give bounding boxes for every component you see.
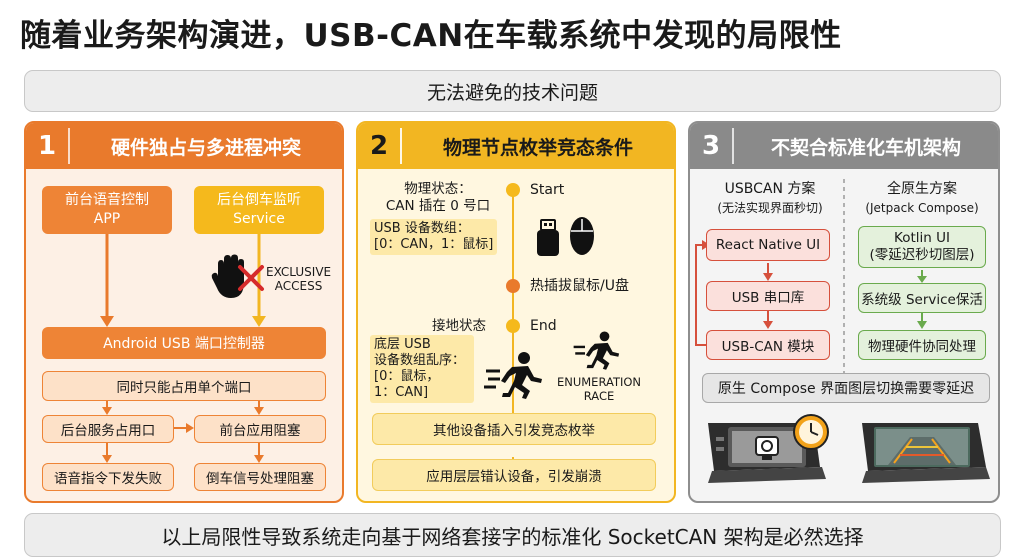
panel1-header: 1 硬件独占与多进程冲突: [26, 123, 342, 169]
usb-array-box: USB 设备数组： [0：CAN，1：鼠标]: [370, 219, 498, 255]
native-title: 全原生方案: [887, 181, 957, 197]
running-man-icon: [573, 331, 620, 370]
phys-state-line2: CAN 插在 0 号口: [385, 198, 491, 214]
app-crash-box: 应用层层错认设备，引发崩溃: [372, 459, 656, 491]
bottom-array-line1: 底层 USB: [374, 337, 431, 352]
panel3-number: 3: [690, 128, 734, 164]
reverse-service-line2: Service: [233, 211, 285, 227]
kotlin-ui-line2: (零延迟秒切图层): [869, 247, 975, 263]
exclusive-access-label: EXCLUSIVE ACCESS: [266, 265, 331, 293]
bottom-banner: 以上局限性导致系统走向基于网络套接字的标准化 SocketCAN 架构是必然选择: [24, 513, 1001, 557]
usb-array-line1: USB 设备数组：: [374, 221, 470, 236]
bg-occupy-box: 后台服务占用口: [42, 415, 174, 443]
mouse-icon: [570, 217, 594, 255]
voice-app-line2: APP: [93, 211, 121, 227]
usbcan-title: USBCAN 方案: [724, 181, 816, 197]
kotlin-ui-line1: Kotlin UI: [894, 230, 950, 246]
panel2-number: 2: [358, 128, 402, 164]
panel-enumeration-race: 2 物理节点枚举竞态条件 物理状态： CAN 插在 0 号口 USB 设备数组：…: [356, 121, 676, 503]
panel3-header: 3 不契合标准化车机架构: [690, 123, 998, 169]
voice-app-line1: 前台语音控制: [65, 192, 149, 208]
reverse-service-box: 后台倒车监听 Service: [194, 186, 324, 234]
ground-state-label: 接地状态: [432, 318, 486, 334]
exclusive-line1: EXCLUSIVE: [266, 265, 332, 279]
panel-hardware-exclusive: 1 硬件独占与多进程冲突 前台语音控制 APP 后台倒车监听 Service E…: [24, 121, 344, 503]
enum-race-line2: RACE: [583, 389, 615, 403]
phys-state-text: 物理状态： CAN 插在 0 号口: [378, 181, 498, 215]
timeline: [506, 183, 520, 467]
react-native-box: React Native UI: [706, 229, 830, 261]
reverse-block-box: 倒车信号处理阻塞: [194, 463, 326, 491]
end-label: End: [530, 318, 557, 334]
usbcan-subtitle: (无法实现界面秒切): [717, 201, 823, 215]
car-screen-icon: [708, 423, 826, 483]
single-port-box: 同时只能占用单个端口: [42, 371, 326, 401]
voice-app-box: 前台语音控制 APP: [42, 186, 172, 234]
other-device-box: 其他设备插入引发竞态枚举: [372, 413, 656, 445]
fg-block-box: 前台应用阻塞: [194, 415, 326, 443]
page-title: 随着业务架构演进，USB-CAN在车载系统中发现的局限性: [20, 18, 842, 54]
bottom-array-box: 底层 USB 设备数组乱序： [0：鼠标， 1：CAN]: [370, 335, 474, 403]
clock-icon: [793, 414, 829, 450]
enum-race-line1: ENUMERATION: [556, 375, 642, 389]
cross-icon: [238, 265, 264, 291]
usb-can-module-box: USB-CAN 模块: [706, 330, 830, 360]
panel1-title: 硬件独占与多进程冲突: [110, 136, 301, 159]
usb-controller-box: Android USB 端口控制器: [42, 327, 326, 359]
panel3-title: 不契合标准化车机架构: [770, 136, 961, 159]
system-service-box: 系统级 Service保活: [858, 283, 986, 313]
enumeration-race-label: ENUMERATION RACE: [554, 375, 644, 403]
reverse-service-line1: 后台倒车监听: [217, 192, 301, 208]
panel1-arrows: [100, 234, 266, 463]
bottom-array-line3: [0：鼠标，: [374, 369, 440, 384]
start-label: Start: [530, 182, 565, 198]
phys-state-line1: 物理状态：: [404, 181, 472, 197]
panel-architecture-mismatch: 3 不契合标准化车机架构 USBCAN 方案 (无法实现界面秒切) 全原生方案 …: [688, 121, 1000, 503]
voice-fail-box: 语音指令下发失败: [42, 463, 174, 491]
usb-drive-icon: [537, 219, 559, 256]
panel1-number: 1: [26, 128, 70, 164]
hotplug-label: 热插拔鼠标/U盘: [530, 278, 629, 294]
hw-coop-box: 物理硬件协同处理: [858, 330, 986, 360]
panel2-header: 2 物理节点枚举竞态条件: [358, 123, 674, 169]
running-man-icon: [484, 352, 542, 399]
native-subtitle: (Jetpack Compose): [865, 201, 979, 215]
top-banner: 无法避免的技术问题: [24, 70, 1001, 112]
bottom-array-line2: 设备数组乱序：: [374, 353, 466, 368]
camera-icon: [755, 436, 779, 460]
compose-zero-latency-box: 原生 Compose 界面图层切换需要零延迟: [702, 373, 990, 403]
bottom-array-line4: 1：CAN]: [374, 385, 429, 400]
exclusive-line2: ACCESS: [274, 279, 323, 293]
panel2-title: 物理节点枚举竞态条件: [442, 136, 633, 159]
kotlin-ui-box: Kotlin UI (零延迟秒切图层): [858, 226, 986, 268]
hand-stop-icon: [211, 254, 244, 298]
usb-serial-box: USB 串口库: [706, 281, 830, 311]
usb-array-line2: [0：CAN，1：鼠标]: [374, 237, 494, 252]
car-screen-icon: [862, 423, 990, 483]
